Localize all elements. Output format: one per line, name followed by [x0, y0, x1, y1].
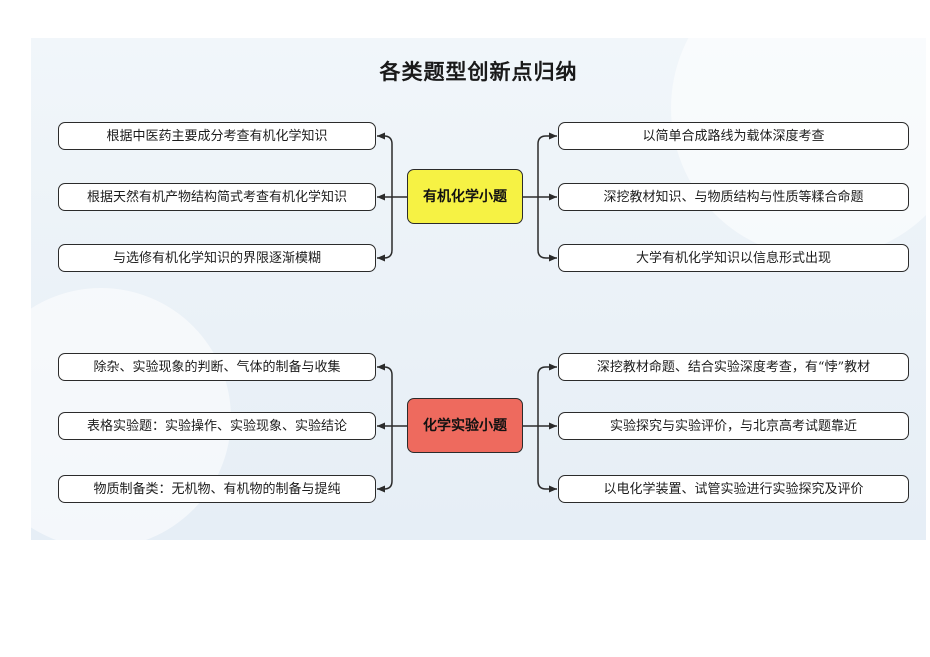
chemistry-experiment-center-node: 化学实验小题 — [407, 398, 523, 453]
organic-right-node-2: 深挖教材知识、与物质结构与性质等糅合命题 — [558, 183, 909, 211]
diagram-title: 各类题型创新点归纳 — [379, 60, 578, 84]
organic-right-node-1: 以简单合成路线为载体深度考查 — [558, 122, 909, 150]
connector-group-organic — [377, 132, 557, 262]
organic-left-node-1: 根据中医药主要成分考查有机化学知识 — [58, 122, 376, 150]
organic-left-node-2: 根据天然有机产物结构简式考查有机化学知识 — [58, 183, 376, 211]
connector-line — [377, 480, 393, 493]
connector-line — [537, 249, 557, 262]
connector-line — [537, 480, 557, 493]
experiment-right-node-3: 以电化学装置、试管实验进行实验探究及评价 — [558, 475, 909, 503]
organic-right-node-3: 大学有机化学知识以信息形式出现 — [558, 244, 909, 272]
connector-line — [377, 363, 393, 376]
organic-chemistry-center-node: 有机化学小题 — [407, 169, 523, 224]
experiment-right-node-1: 深挖教材命题、结合实验深度考查，有“悖”教材 — [558, 353, 909, 381]
connector-line — [537, 363, 557, 376]
experiment-left-node-1: 除杂、实验现象的判断、气体的制备与收集 — [58, 353, 376, 381]
experiment-right-node-2: 实验探究与实验评价，与北京高考试题靠近 — [558, 412, 909, 440]
experiment-left-node-2: 表格实验题：实验操作、实验现象、实验结论 — [58, 412, 376, 440]
experiment-left-node-3: 物质制备类：无机物、有机物的制备与提纯 — [58, 475, 376, 503]
connector-line — [377, 249, 393, 262]
connector-group-experiment — [377, 363, 557, 493]
connector-lines — [377, 132, 557, 493]
organic-left-node-3: 与选修有机化学知识的界限逐渐模糊 — [58, 244, 376, 272]
connector-line — [537, 132, 557, 145]
diagram-panel: 各类题型创新点归纳 — [31, 38, 926, 540]
connector-line — [377, 132, 393, 145]
